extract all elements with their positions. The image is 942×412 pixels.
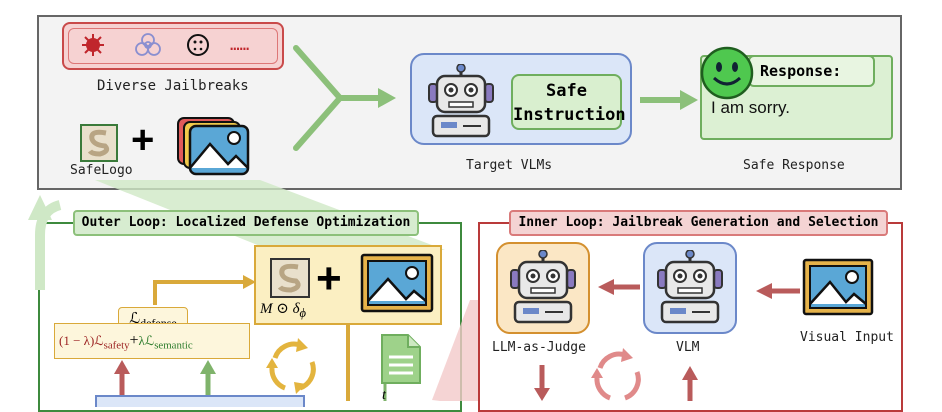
merge-arrow bbox=[293, 45, 383, 151]
loss-safety-sub: safety bbox=[103, 339, 130, 352]
document-icon bbox=[381, 334, 421, 384]
robot-icon bbox=[428, 64, 494, 138]
biohazard-icon bbox=[135, 33, 161, 56]
safe-instruction-box: Safe Instruction bbox=[511, 74, 626, 130]
response-header: Response: bbox=[760, 62, 842, 80]
loss-to-mask-arrow bbox=[153, 280, 245, 305]
plus-sign-top: + bbox=[131, 118, 155, 162]
safelogo-patch-icon bbox=[80, 124, 118, 162]
loss-plus: + bbox=[129, 332, 139, 349]
bottom-vlm-box bbox=[95, 395, 305, 407]
response-header-box: Response: bbox=[748, 55, 875, 87]
safe-instruction-line2: Instruction bbox=[513, 105, 626, 125]
outer-loop-title: Outer Loop: Localized Defense Optimizati… bbox=[73, 210, 419, 236]
loss-semantic-sub: semantic bbox=[154, 339, 193, 352]
plus-sign-mask: + bbox=[316, 254, 342, 303]
smiley-icon bbox=[700, 46, 754, 100]
safe-response-caption: Safe Response bbox=[743, 158, 845, 173]
mask-formula-sub: ϕ bbox=[299, 306, 307, 320]
jailbreak-projection-wedge bbox=[432, 300, 478, 401]
mask-formula: M ⊙ δϕ bbox=[260, 299, 306, 321]
merge-arrow-head bbox=[378, 88, 396, 108]
llm-judge-caption: LLM-as-Judge bbox=[492, 340, 586, 355]
target-vlms-caption: Target VLMs bbox=[466, 158, 553, 173]
loss-to-mask-head bbox=[243, 275, 256, 289]
recycle-icon-red bbox=[594, 351, 641, 401]
loss-formula-box: (1 − λ)ℒsafety+λℒsemantic bbox=[54, 323, 250, 359]
jailbreak-icons bbox=[82, 33, 209, 56]
response-text: I am sorry. bbox=[711, 98, 791, 117]
loss-safety-term: (1 − λ)ℒ bbox=[59, 333, 104, 348]
defense-loss-symbol: ℒ bbox=[129, 311, 141, 327]
sad-face-icon bbox=[187, 34, 209, 56]
semantic-up-head bbox=[200, 360, 216, 374]
jailbreak-dots: …… bbox=[230, 35, 250, 54]
virus-icon bbox=[82, 34, 104, 56]
safety-up-head bbox=[114, 360, 130, 374]
visual-input-icon bbox=[802, 258, 874, 316]
input-image-icon bbox=[360, 253, 434, 313]
vlm-to-response-head bbox=[680, 90, 698, 110]
mask-formula-text: M ⊙ δ bbox=[260, 301, 300, 317]
recycle-icon-yellow bbox=[269, 341, 316, 391]
judge-robot-icon bbox=[510, 250, 576, 324]
vlm-caption: VLM bbox=[676, 340, 700, 355]
loss-semantic-term: λℒ bbox=[138, 333, 155, 348]
t-label: t bbox=[382, 388, 386, 403]
vlm-robot-icon bbox=[657, 250, 723, 324]
outer-to-safelogo-head bbox=[28, 195, 52, 220]
jailbreaks-caption: Diverse Jailbreaks bbox=[97, 78, 249, 94]
masked-patch-icon bbox=[270, 258, 310, 298]
visual-input-caption: Visual Input bbox=[800, 330, 894, 345]
images-stack-icon bbox=[177, 117, 250, 176]
safe-instruction-line1: Safe bbox=[546, 81, 587, 101]
safelogo-caption: SafeLogo bbox=[70, 163, 133, 178]
inner-loop-title: Inner Loop: Jailbreak Generation and Sel… bbox=[509, 210, 888, 236]
